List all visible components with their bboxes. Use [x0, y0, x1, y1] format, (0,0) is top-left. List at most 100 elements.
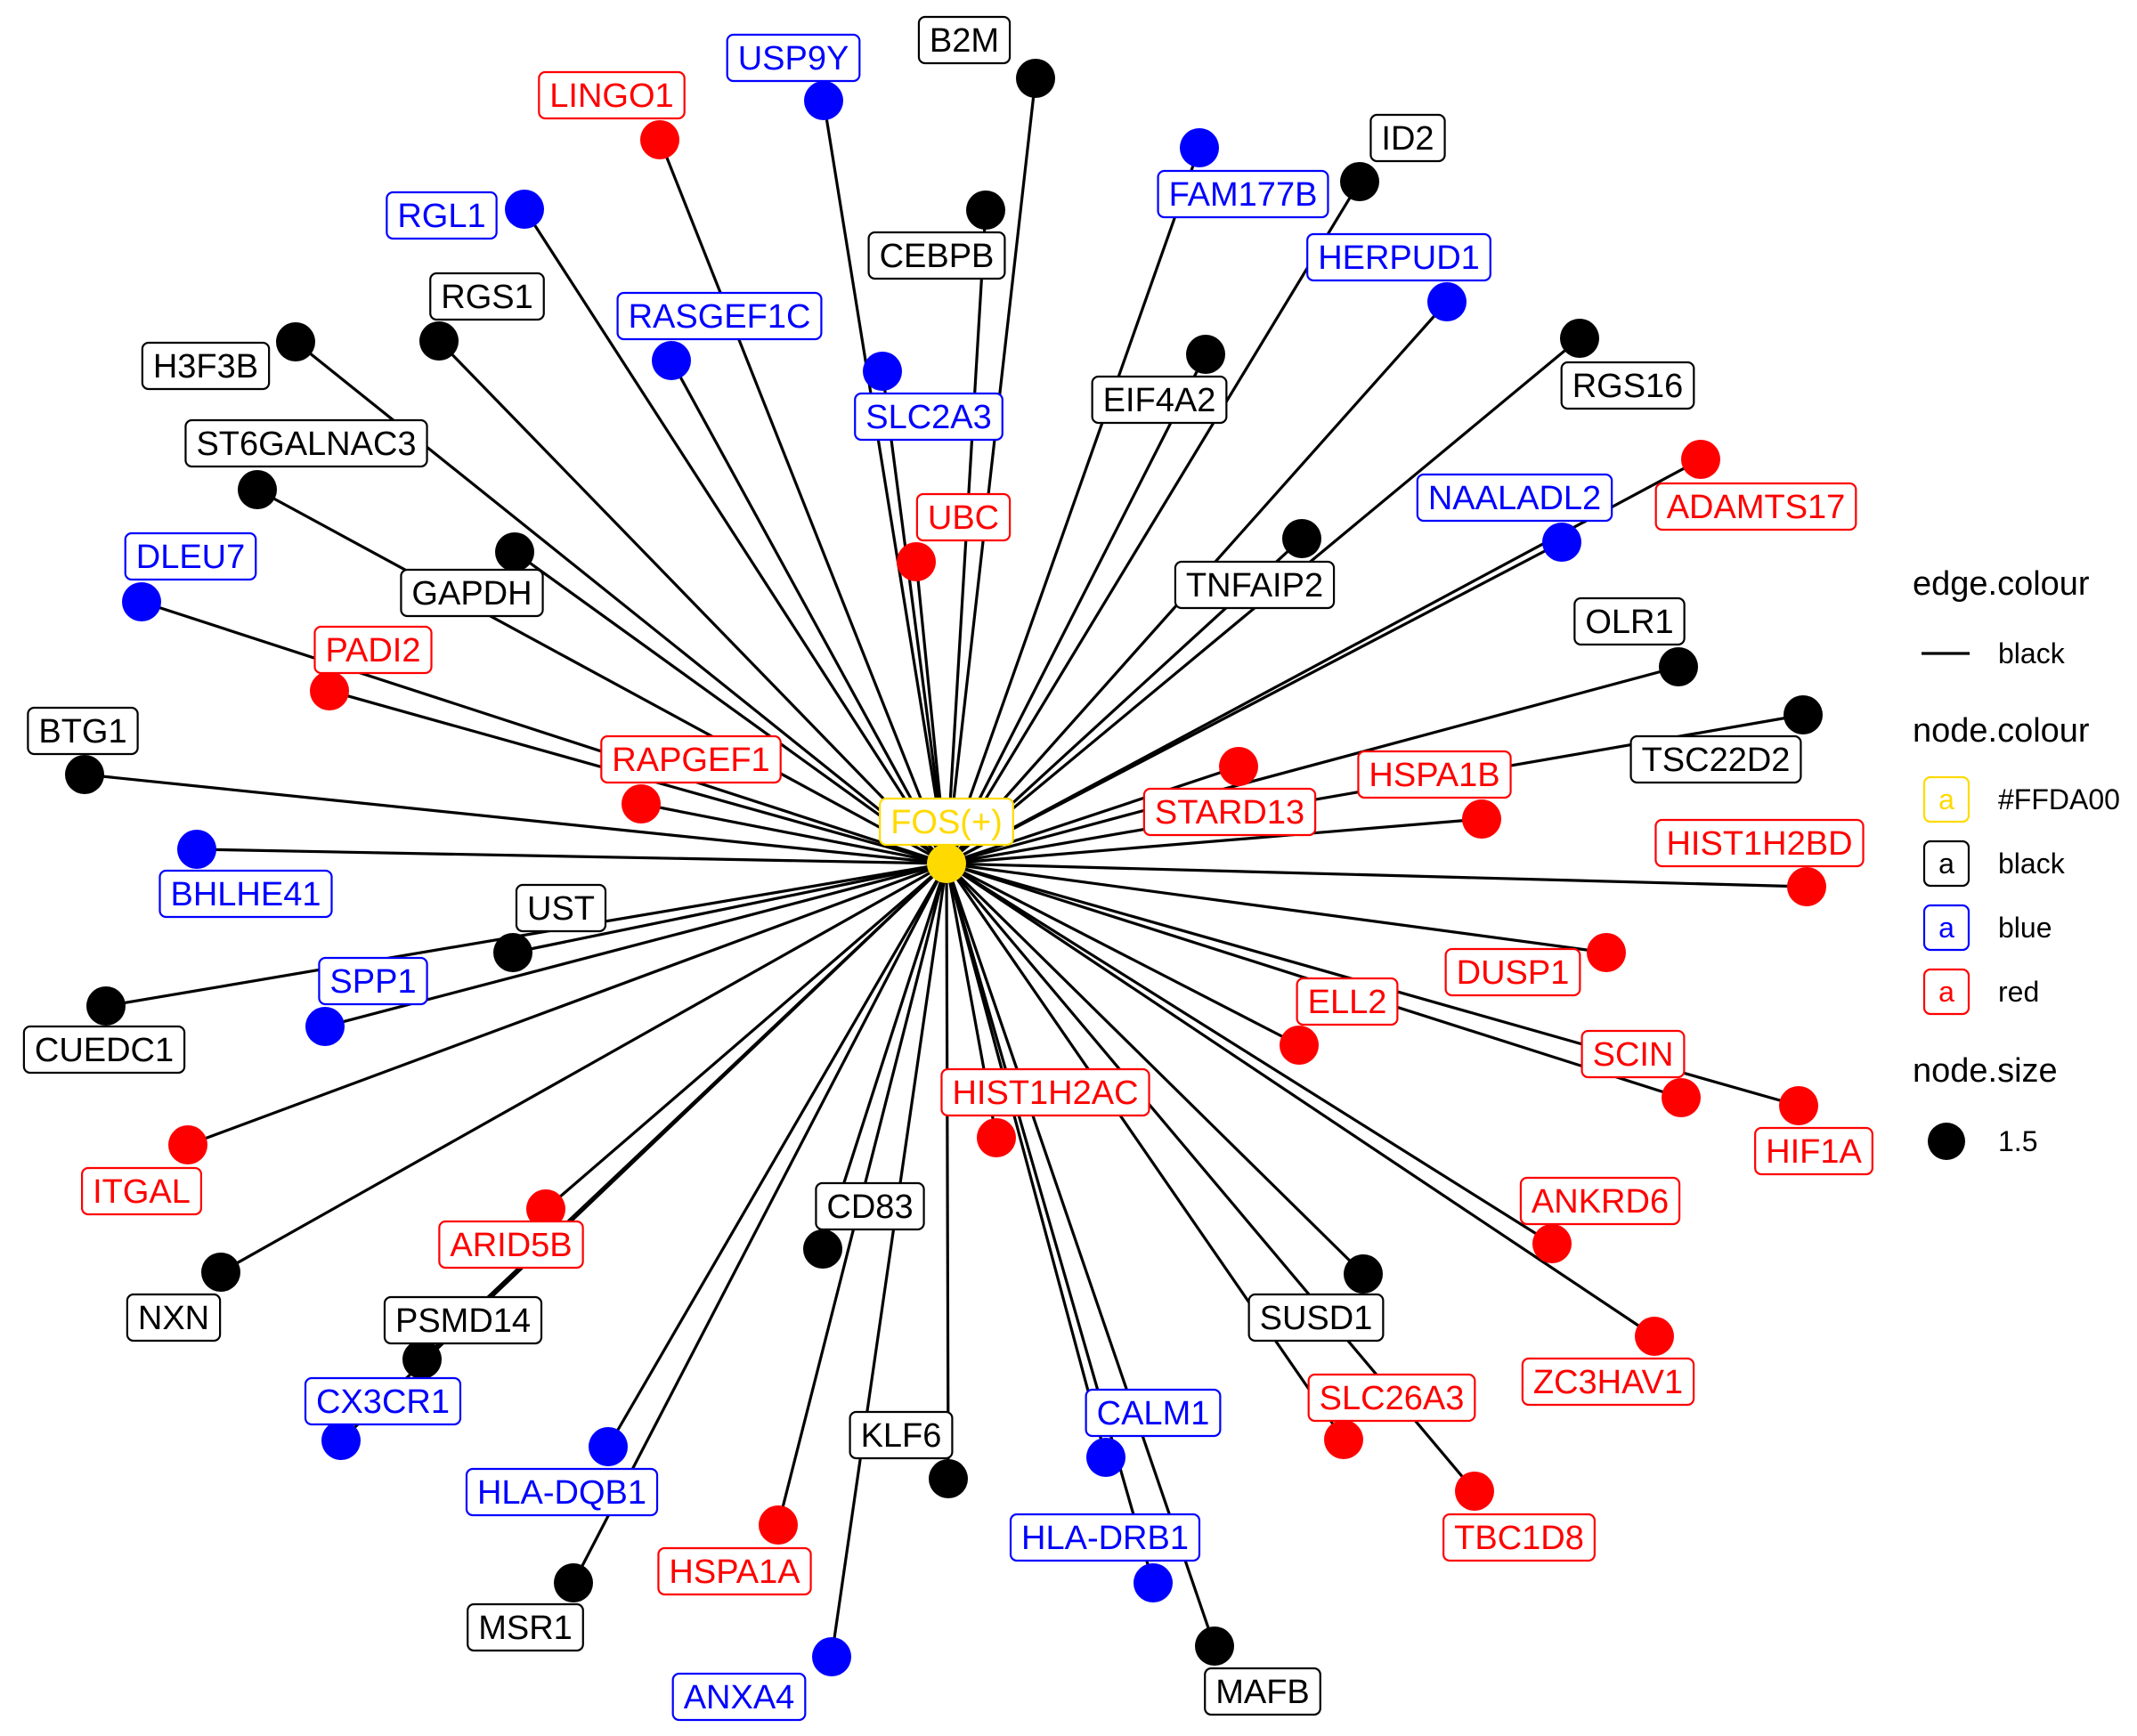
legend-node-label-ffda00: #FFDA00 — [1998, 783, 2120, 815]
label-spp1: SPP1 — [318, 956, 428, 1006]
label-slc2a3-text: SLC2A3 — [865, 399, 992, 436]
legend-node-label-blue: blue — [1998, 912, 2052, 944]
edge-nxn — [220, 862, 947, 1274]
label-id2-text: ID2 — [1381, 120, 1434, 158]
label-hla-drb1-box — [1009, 1513, 1201, 1562]
edge-stard13 — [946, 765, 1239, 865]
label-ell2-text: ELL2 — [1308, 984, 1387, 1021]
node-eif4a2 — [1186, 335, 1225, 374]
label-tnfaip2-text: TNFAIP2 — [1186, 567, 1323, 604]
label-rasgef1c-text: RASGEF1C — [629, 298, 811, 336]
label-hist1h2ac-text: HIST1H2AC — [952, 1075, 1138, 1112]
node-tbc1d8 — [1455, 1472, 1494, 1511]
node-rasgef1c — [652, 341, 691, 380]
label-olr1: OLR1 — [1573, 596, 1686, 646]
label-herpud1-text: HERPUD1 — [1318, 239, 1480, 277]
label-rgl1-box — [386, 191, 498, 240]
node-h3f3b — [276, 322, 315, 361]
label-rgs16: RGS16 — [1560, 361, 1695, 410]
label-stard13-text: STARD13 — [1155, 794, 1304, 831]
legend-size-title: node.size — [1913, 1052, 2058, 1090]
label-rapgef1-text: RAPGEF1 — [612, 742, 769, 779]
label-lingo1-box — [538, 70, 686, 120]
edge-rasgef1c — [670, 360, 948, 864]
label-psmd14-box — [383, 1295, 543, 1345]
label-klf6-text: KLF6 — [861, 1417, 942, 1455]
edge-adamts17 — [946, 458, 1702, 865]
label-eif4a2-box — [1091, 375, 1228, 425]
node-b2m — [1016, 59, 1055, 98]
label-msr1: MSR1 — [467, 1602, 584, 1652]
edge-hspa1b — [946, 817, 1483, 865]
edge-ankrd6 — [946, 862, 1553, 1245]
label-usp9y: USP9Y — [726, 33, 861, 83]
node-msr1 — [554, 1563, 593, 1602]
edge-olr1 — [946, 665, 1679, 865]
legend-node-key-glyph: a — [1938, 976, 1954, 1008]
label-naaladl2-text: NAALADL2 — [1428, 480, 1601, 517]
label-tsc22d2-text: TSC22D2 — [1642, 742, 1791, 779]
node-spp1 — [305, 1007, 345, 1046]
node-stard13 — [1219, 747, 1258, 786]
label-rasgef1c-box — [616, 291, 823, 341]
node-fam177b — [1180, 128, 1219, 167]
edge-eif4a2 — [945, 353, 1207, 864]
edge-hla-dqb1 — [606, 863, 948, 1448]
label-herpud1-box — [1306, 232, 1491, 282]
edge-id2 — [945, 181, 1361, 864]
node-st6galnac3 — [238, 470, 277, 509]
label-rgs1: RGS1 — [429, 272, 545, 321]
label-anxa4-text: ANXA4 — [684, 1679, 795, 1716]
label-dusp1: DUSP1 — [1444, 947, 1581, 997]
label-btg1: BTG1 — [27, 706, 139, 756]
node-cuedc1 — [86, 986, 126, 1026]
label-naaladl2: NAALADL2 — [1416, 473, 1613, 523]
label-cd83: CD83 — [815, 1181, 925, 1231]
label-hla-drb1: HLA-DRB1 — [1009, 1513, 1201, 1562]
label-hub-fos-box — [879, 797, 1014, 847]
label-cx3cr1-text: CX3CR1 — [316, 1383, 450, 1421]
label-spp1-text: SPP1 — [329, 963, 416, 1001]
label-tbc1d8-text: TBC1D8 — [1454, 1520, 1584, 1557]
label-nxn-box — [126, 1293, 222, 1343]
label-padi2-box — [313, 625, 433, 675]
label-olr1-text: OLR1 — [1585, 604, 1673, 641]
legend-node-title: node.colour — [1913, 712, 2090, 750]
label-cuedc1-text: CUEDC1 — [35, 1032, 174, 1069]
label-rgs16-box — [1560, 361, 1695, 410]
node-scin — [1662, 1078, 1701, 1117]
legend-node-key-red — [1922, 968, 1970, 1016]
node-padi2 — [310, 671, 349, 710]
edge-slc26a3 — [945, 863, 1345, 1440]
edge-hla-drb1 — [945, 863, 1155, 1584]
label-dleu7-text: DLEU7 — [136, 539, 246, 576]
label-psmd14-text: PSMD14 — [395, 1302, 531, 1340]
node-klf6 — [929, 1459, 968, 1498]
node-itgal — [168, 1125, 207, 1164]
label-hspa1a-box — [657, 1546, 812, 1596]
legend-node-key-blue — [1922, 904, 1970, 952]
label-ankrd6-box — [1519, 1176, 1681, 1226]
node-cx3cr1 — [321, 1421, 361, 1460]
label-h3f3b: H3F3B — [141, 341, 271, 391]
label-dusp1-text: DUSP1 — [1457, 954, 1570, 992]
label-gapdh-text: GAPDH — [411, 575, 532, 612]
node-anxa4 — [812, 1637, 851, 1676]
node-hif1a — [1779, 1086, 1818, 1125]
label-usp9y-box — [726, 33, 861, 83]
label-scin-box — [1580, 1029, 1686, 1079]
node-hist1h2ac — [977, 1118, 1016, 1157]
node-ust — [493, 933, 532, 972]
node-dleu7 — [122, 582, 161, 621]
label-hla-dqb1-text: HLA-DQB1 — [477, 1474, 646, 1512]
legend-node-key-glyph: a — [1938, 783, 1954, 815]
node-ankrd6 — [1532, 1224, 1572, 1263]
label-b2m: B2M — [917, 15, 1012, 65]
label-tbc1d8-box — [1442, 1513, 1596, 1562]
node-cebpb — [966, 191, 1005, 230]
label-eif4a2: EIF4A2 — [1091, 375, 1228, 425]
label-hspa1b-box — [1357, 750, 1512, 799]
label-arid5b: ARID5B — [438, 1220, 584, 1270]
label-zc3hav1-text: ZC3HAV1 — [1533, 1364, 1683, 1401]
